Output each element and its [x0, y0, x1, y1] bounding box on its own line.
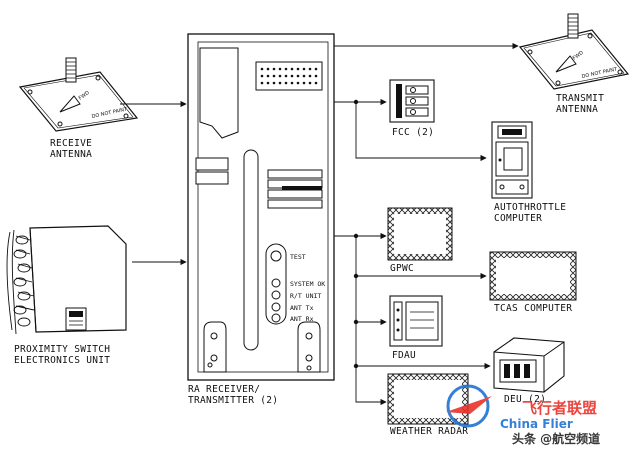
fdau-label: FDAU [392, 350, 416, 361]
transmit-antenna-label-1: TRANSMIT [556, 93, 604, 104]
ra-indicator-rt-unit: R/T UNIT [290, 292, 321, 300]
proximity-unit-label-1: PROXIMITY SWITCH [14, 344, 110, 355]
gpwc-unit [387, 207, 453, 261]
deu-unit [493, 337, 565, 393]
tcas-label: TCAS COMPUTER [494, 303, 572, 314]
autothrottle-label-1: AUTOTHROTTLE [494, 202, 566, 213]
transmit-antenna-fwd: FWD [572, 50, 585, 62]
deu-label: DEU (2) [504, 394, 546, 405]
fcc-unit [389, 79, 435, 123]
ra-receiver-transmitter [187, 33, 335, 381]
transmit-antenna-label-2: ANTENNA [556, 104, 598, 115]
receive-antenna-label-1: RECEIVE [50, 138, 92, 149]
receive-antenna: FWD DO NOT PAINT [18, 57, 139, 132]
connection-lines [120, 42, 519, 406]
watermark-source: 头条 @航空频道 [512, 431, 600, 446]
ra-indicator-test: TEST [290, 253, 306, 261]
receive-antenna-fwd: FWD [78, 90, 91, 102]
fdau-unit [389, 295, 443, 347]
proximity-switch-unit [6, 225, 127, 335]
watermark-brand-en: China Flier [500, 417, 573, 431]
junction-dots [353, 99, 359, 369]
gpwc-label: GPWC [390, 263, 414, 274]
autothrottle-computer [491, 121, 533, 199]
autothrottle-label-2: COMPUTER [494, 213, 542, 224]
weather-radar-label: WEATHER RADAR [390, 426, 468, 437]
ra-unit-label-1: RA RECEIVER/ [188, 384, 260, 395]
watermark-brand-cn: 飞行者联盟 [522, 399, 597, 417]
fcc-label: FCC (2) [392, 127, 434, 138]
receive-antenna-label-2: ANTENNA [50, 149, 92, 160]
ra-unit-label-2: TRANSMITTER (2) [188, 395, 278, 406]
ra-indicator-ant-rx: ANT Rx [290, 315, 314, 323]
ra-indicator-system-ok: SYSTEM OK [290, 280, 325, 288]
line-ra-to-autothrottle [355, 102, 487, 162]
proximity-unit-label-2: ELECTRONICS UNIT [14, 355, 110, 366]
tcas-computer [489, 251, 577, 301]
watermark: 飞行者联盟 China Flier 头条 @航空频道 [446, 384, 600, 446]
bus-vertical [355, 236, 386, 403]
transmit-antenna: FWD DO NOT PAINT [518, 13, 630, 90]
ra-indicator-ant-tx: ANT Tx [290, 304, 314, 312]
weather-radar [387, 373, 469, 425]
